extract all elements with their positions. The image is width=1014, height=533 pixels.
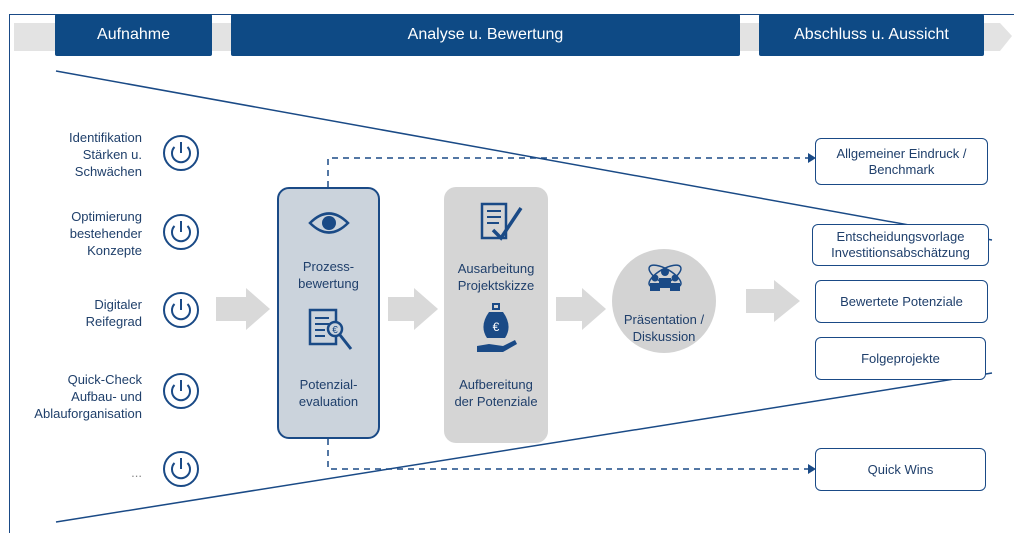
input-label-optimierung: Optimierung bestehender Konzepte (69, 209, 142, 258)
power-icon (163, 373, 199, 409)
input-label-identifikation: Identifikation Stärken u. Schwächen (69, 130, 142, 179)
phase-analyse: Analyse u. Bewertung (231, 14, 740, 56)
output-quickwins: Quick Wins (815, 448, 986, 491)
arrow-input (216, 288, 270, 330)
power-icon (163, 292, 199, 328)
document-magnifier-icon: € (308, 308, 353, 350)
process-label-potenzial: Potenzial- evaluation (298, 377, 359, 409)
process-label-aufbereitung: Aufbereitung der Potenziale (454, 377, 538, 409)
phase-abschluss: Abschluss u. Aussicht (759, 14, 984, 56)
svg-text:€: € (493, 320, 500, 334)
power-icon (163, 135, 199, 171)
process-box-bewertung (277, 187, 380, 439)
funnel-bottom-line (55, 372, 993, 523)
checklist-icon (480, 202, 523, 241)
arrow-mid-2 (556, 288, 606, 330)
process-label-prozess: Prozess- bewertung (298, 259, 359, 291)
dashed-arrowhead-top (808, 153, 816, 163)
eye-icon (308, 212, 350, 234)
power-icon (163, 214, 199, 250)
phase-aufnahme: Aufnahme (55, 14, 212, 56)
output-eindruck: Allgemeiner Eindruck / Benchmark (815, 138, 988, 185)
input-label-more: ... (131, 465, 142, 480)
meeting-icon (648, 264, 682, 291)
presentation-circle (612, 249, 716, 353)
input-label-quickcheck: Quick-Check Aufbau- und Ablauforganisati… (34, 372, 142, 421)
svg-text:€: € (332, 325, 338, 336)
output-bewertete: Bewertete Potenziale (815, 280, 988, 323)
process-label-praesentation: Präsentation / Diskussion (623, 312, 705, 344)
output-folge: Folgeprojekte (815, 337, 986, 380)
funnel-top-line (55, 70, 993, 241)
money-hand-icon: € (477, 303, 517, 352)
process-label-ausarbeitung: Ausarbeitung Projektskizze (457, 261, 535, 293)
dashed-arrowhead-bottom (808, 464, 816, 474)
input-label-reifegrad: Digitaler Reifegrad (85, 297, 142, 329)
power-icon (163, 451, 199, 487)
output-entscheidung: Entscheidungsvorlage Investitionsabschät… (812, 224, 989, 266)
arrow-mid-1 (388, 288, 438, 330)
arrow-output (746, 280, 800, 322)
